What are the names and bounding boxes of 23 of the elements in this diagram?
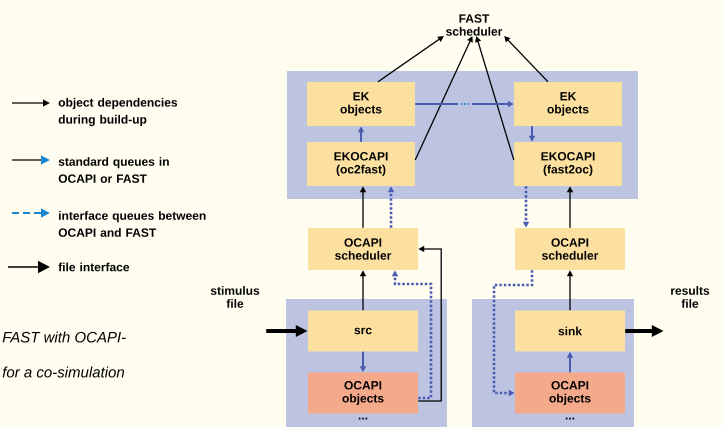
legend-text: interface queues between OCAPI and FAST — [58, 211, 206, 237]
arrow — [504, 36, 548, 82]
object-box: OCAPI objects — [308, 372, 418, 414]
legend-text: standard queues in OCAPI or FAST — [58, 157, 169, 183]
process-box: OCAPI scheduler — [308, 228, 418, 270]
caption-text: for a co-simulation — [2, 366, 124, 378]
process-box: EK objects — [307, 82, 415, 126]
legend-text: object dependencies during build-up — [58, 98, 178, 126]
process-box: EKOCAPI (fast2oc) — [514, 142, 622, 186]
object-box: OCAPI objects — [515, 372, 625, 414]
process-box: EK objects — [514, 82, 622, 126]
label-text: results file — [671, 286, 710, 308]
process-box: OCAPI scheduler — [515, 228, 625, 270]
process-box: EKOCAPI (oc2fast) — [307, 142, 415, 186]
label-text: FAST scheduler — [446, 14, 502, 36]
label-text: stimulus file — [210, 286, 260, 308]
ellipsis: ... — [358, 418, 368, 420]
legend-text: file interface — [58, 262, 130, 272]
ellipsis: ... — [566, 418, 574, 420]
process-box: sink — [515, 310, 625, 352]
edge-label: ... — [458, 101, 472, 107]
caption-text: FAST with OCAPI- — [2, 331, 126, 342]
process-box: src — [308, 310, 418, 352]
